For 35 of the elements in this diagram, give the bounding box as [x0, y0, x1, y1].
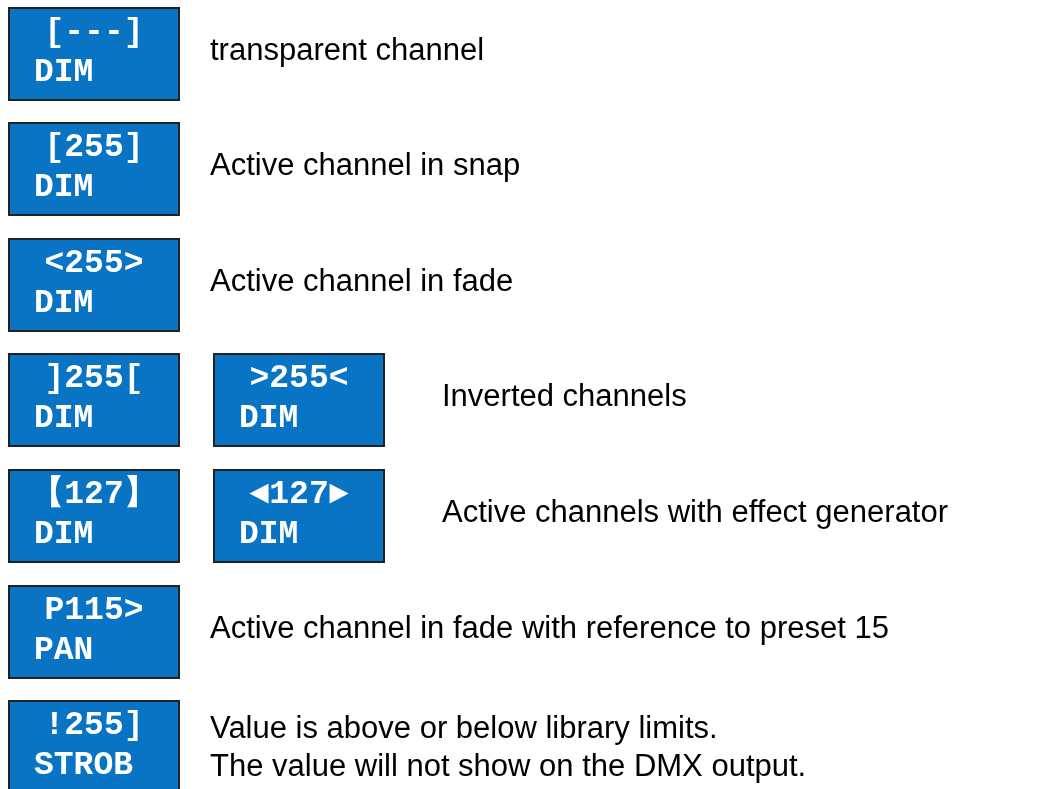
- display-box: [8, 7, 180, 101]
- description-text: transparent channel: [210, 32, 485, 68]
- channel-value: P115>: [43, 593, 145, 629]
- description-text: The value will not show on the DMX output.: [210, 748, 807, 784]
- parameter-name: DIM: [33, 517, 95, 553]
- parameter-name: DIM: [33, 55, 95, 91]
- display-box: [8, 353, 180, 447]
- description-text: Active channel in fade with reference to preset 15: [210, 610, 889, 646]
- display-box: [213, 353, 385, 447]
- channel-value: ]255[: [43, 361, 145, 397]
- channel-value: <255>: [43, 246, 145, 282]
- parameter-name: PAN: [33, 633, 95, 669]
- channel-value: ◄127►: [248, 477, 350, 513]
- description-text: Inverted channels: [442, 378, 687, 414]
- display-box: [8, 585, 180, 679]
- parameter-name: DIM: [238, 517, 300, 553]
- parameter-name: DIM: [33, 401, 95, 437]
- description-text: Value is above or below library limits.: [210, 710, 718, 746]
- description-text: Active channel in fade: [210, 263, 514, 299]
- description-text: Active channels with effect generator: [442, 494, 949, 530]
- channel-value: [255]: [43, 130, 145, 166]
- channel-value: 【127】: [30, 477, 158, 513]
- description-text: Active channel in snap: [210, 147, 521, 183]
- channel-value: !255]: [43, 708, 145, 744]
- channel-value: [---]: [43, 15, 145, 51]
- display-box: [213, 469, 385, 563]
- parameter-name: DIM: [33, 286, 95, 322]
- display-box: [8, 469, 180, 563]
- parameter-name: STROB: [33, 748, 135, 784]
- display-box: [8, 238, 180, 332]
- display-box: [8, 122, 180, 216]
- display-box: [8, 700, 180, 789]
- channel-value: >255<: [248, 361, 350, 397]
- parameter-name: DIM: [33, 170, 95, 206]
- parameter-name: DIM: [238, 401, 300, 437]
